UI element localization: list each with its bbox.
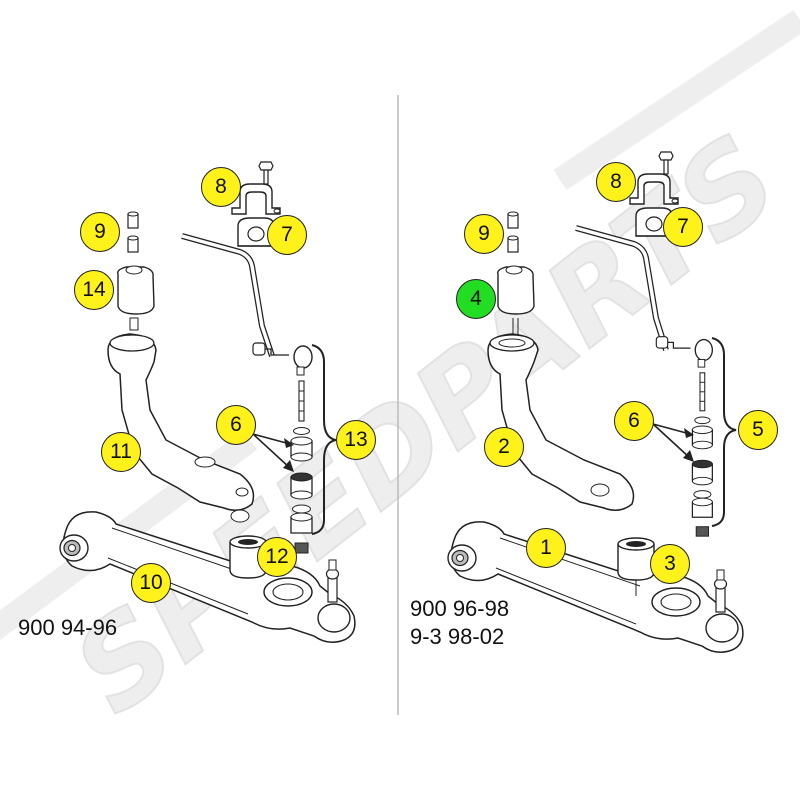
badge-number: 3 [664, 552, 676, 575]
badge-number: 8 [215, 175, 227, 198]
part-badge[interactable]: 7 [663, 207, 703, 247]
part-badge[interactable]: 4 [456, 279, 496, 319]
part-badge[interactable]: 3 [650, 544, 690, 584]
part-badge[interactable]: 6 [614, 401, 654, 441]
part-badge[interactable]: 2 [484, 427, 524, 467]
part-badge[interactable]: 10 [131, 563, 171, 603]
badge-number: 11 [110, 440, 132, 463]
badge-number: 9 [94, 220, 106, 243]
badge-number: 7 [677, 215, 689, 238]
badge-number: 13 [344, 428, 368, 451]
left-panel-drawing [59, 161, 356, 643]
part-badge[interactable]: 11 [101, 432, 141, 472]
badge-number: 8 [610, 170, 622, 193]
badge-number: 5 [752, 418, 764, 441]
part-badge[interactable]: 6 [216, 405, 256, 445]
badge-number: 12 [265, 545, 289, 568]
part-badge[interactable]: 1 [526, 528, 566, 568]
badge-number: 6 [628, 409, 640, 432]
left-model-caption: 900 94-96 [18, 614, 117, 642]
badge-number: 9 [478, 222, 490, 245]
badge-number: 1 [540, 536, 552, 559]
caption-line: 900 94-96 [18, 615, 118, 640]
badge-number: 4 [470, 287, 482, 310]
part-badge[interactable]: 7 [267, 215, 307, 255]
badge-number: 6 [230, 413, 242, 436]
caption-line: 9-3 98-02 [410, 624, 505, 649]
caption-line: 900 96-98 [410, 596, 510, 621]
part-badge[interactable]: 12 [257, 537, 297, 577]
badge-number: 2 [498, 435, 510, 458]
right-panel-drawing [447, 151, 744, 653]
part-badge[interactable]: 14 [74, 270, 114, 310]
badge-number: 14 [82, 278, 106, 301]
part-badge[interactable]: 9 [80, 212, 120, 252]
right-model-caption: 900 96-98 9-3 98-02 [410, 595, 509, 651]
part-badge[interactable]: 13 [336, 420, 376, 460]
part-badge[interactable]: 8 [596, 162, 636, 202]
part-badge[interactable]: 9 [464, 214, 504, 254]
badge-number: 7 [281, 223, 293, 246]
part-badge[interactable]: 5 [738, 410, 778, 450]
part-badge[interactable]: 8 [201, 167, 241, 207]
badge-number: 10 [139, 571, 163, 594]
